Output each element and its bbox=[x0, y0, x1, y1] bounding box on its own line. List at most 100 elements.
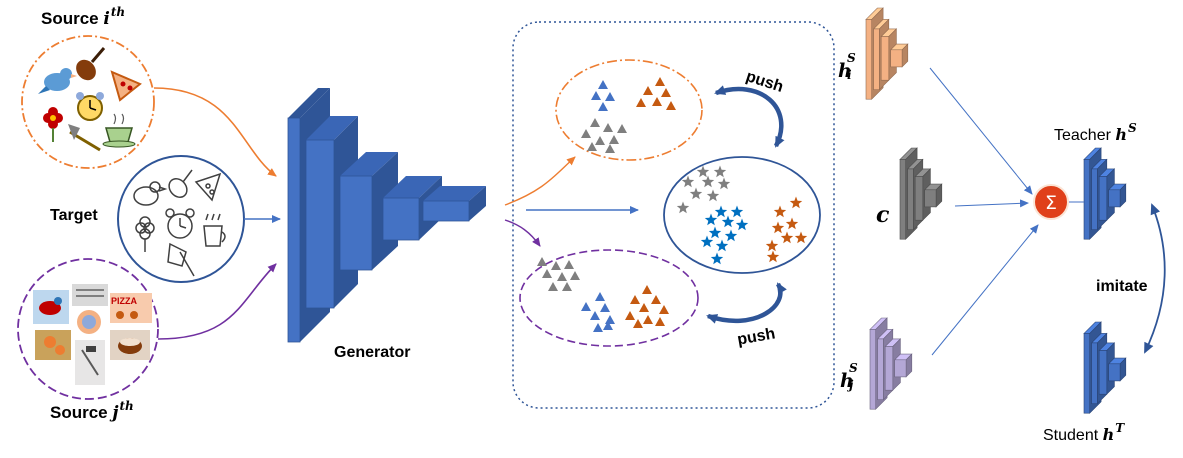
orange-triangle bbox=[643, 86, 653, 95]
gray-triangle bbox=[557, 272, 567, 281]
gray-triangle bbox=[590, 118, 600, 127]
generator-to-source-j-arrow bbox=[504, 219, 541, 247]
source-j-label: Source jth bbox=[50, 399, 134, 423]
orange-triangle bbox=[655, 77, 665, 86]
orange-star bbox=[794, 231, 808, 244]
blue-star bbox=[715, 239, 729, 252]
orange-star bbox=[765, 239, 779, 252]
blue-triangle bbox=[605, 315, 615, 324]
generator-to-source-i-arrow bbox=[504, 156, 576, 206]
target-feature-cluster bbox=[663, 156, 821, 274]
gray-triangle bbox=[537, 257, 547, 266]
clock-sketch-icon bbox=[165, 208, 195, 239]
sum-symbol: Σ bbox=[1045, 192, 1057, 214]
blue-triangle bbox=[600, 303, 610, 312]
gray-triangle bbox=[570, 271, 580, 280]
target-label: Target bbox=[50, 207, 98, 224]
blue-triangle bbox=[581, 302, 591, 311]
gray-triangle bbox=[617, 124, 627, 133]
source-i-feature-cluster bbox=[555, 59, 703, 161]
pizza-photo-icon: PIZZA bbox=[110, 293, 152, 323]
orange-star bbox=[785, 217, 799, 230]
c-to-sum-line bbox=[954, 199, 1029, 208]
gray-triangle bbox=[564, 260, 574, 269]
source-j-panel: PIZZA bbox=[17, 258, 159, 400]
orange-star bbox=[771, 221, 785, 234]
teacher-feature-extractor bbox=[1083, 147, 1127, 240]
source-j-feature-cluster bbox=[519, 249, 699, 347]
gray-triangle bbox=[595, 136, 605, 145]
hj-feature-extractor bbox=[869, 317, 913, 410]
orange-triangle bbox=[630, 295, 640, 304]
gray-triangle bbox=[542, 269, 552, 278]
blue-star bbox=[700, 235, 714, 248]
imitate-label: imitate bbox=[1096, 278, 1148, 295]
student-label: Student hT bbox=[1043, 421, 1125, 444]
target-panel bbox=[117, 155, 245, 283]
orange-triangle bbox=[642, 285, 652, 294]
hj-to-sum-line bbox=[931, 224, 1039, 356]
orange-triangle bbox=[651, 295, 661, 304]
orange-triangle bbox=[659, 305, 669, 314]
imitate-arrow bbox=[1144, 203, 1166, 354]
gray-triangle bbox=[605, 144, 615, 153]
axe-photo-icon bbox=[75, 340, 105, 385]
flower-sketch-icon bbox=[135, 216, 155, 252]
clock-icon bbox=[76, 92, 104, 121]
bird-sketch-icon bbox=[133, 181, 168, 206]
bird-photo-icon bbox=[33, 290, 69, 324]
orange-triangle bbox=[636, 98, 646, 107]
flower-icon bbox=[43, 107, 63, 142]
blue-star bbox=[704, 213, 718, 226]
gray-star bbox=[689, 187, 703, 200]
gray-star bbox=[706, 189, 720, 202]
orange-triangle bbox=[652, 97, 662, 106]
bird-icon bbox=[38, 68, 77, 94]
gray-triangle bbox=[581, 129, 591, 138]
gray-triangle bbox=[551, 261, 561, 270]
feature-space-box bbox=[512, 21, 835, 409]
blue-triangle bbox=[605, 92, 615, 101]
source-j-arrow bbox=[157, 263, 277, 340]
generator-label: Generator bbox=[334, 344, 411, 361]
axe-sketch-icon bbox=[167, 242, 195, 277]
source-i-label: Source ith bbox=[41, 5, 126, 29]
blue-star bbox=[730, 205, 744, 218]
gray-star bbox=[713, 165, 727, 178]
c-label: c bbox=[876, 202, 890, 228]
gray-triangle bbox=[562, 282, 572, 291]
orange-triangle bbox=[655, 317, 665, 326]
blue-star bbox=[721, 215, 735, 228]
generator-network bbox=[287, 88, 486, 343]
pizza-photo-text: PIZZA bbox=[111, 296, 137, 306]
student-feature-extractor bbox=[1083, 321, 1127, 414]
gray-triangle bbox=[609, 135, 619, 144]
c-feature-extractor bbox=[899, 147, 943, 240]
pizza-icon bbox=[110, 70, 142, 102]
source-i-panel bbox=[21, 35, 155, 169]
gray-star bbox=[701, 175, 715, 188]
teapot-sketch-icon bbox=[203, 213, 226, 247]
blue-triangle bbox=[595, 292, 605, 301]
orange-triangle bbox=[639, 303, 649, 312]
orange-star bbox=[773, 205, 787, 218]
gray-star bbox=[676, 201, 690, 214]
orange-triangle bbox=[643, 315, 653, 324]
feature-points bbox=[537, 77, 808, 332]
hi-feature-extractor bbox=[865, 7, 909, 100]
blue-star bbox=[708, 226, 722, 239]
blue-star bbox=[735, 218, 749, 231]
blue-star bbox=[710, 252, 724, 265]
flower-photo-icon bbox=[35, 330, 71, 360]
clock-photo-icon bbox=[77, 310, 101, 334]
axe-icon bbox=[68, 124, 101, 152]
blue-triangle bbox=[603, 321, 613, 330]
orange-triangle bbox=[633, 319, 643, 328]
blue-star bbox=[724, 229, 738, 242]
violin-photo-icon bbox=[72, 284, 108, 306]
teacup-icon bbox=[102, 113, 136, 148]
gray-star bbox=[681, 175, 695, 188]
